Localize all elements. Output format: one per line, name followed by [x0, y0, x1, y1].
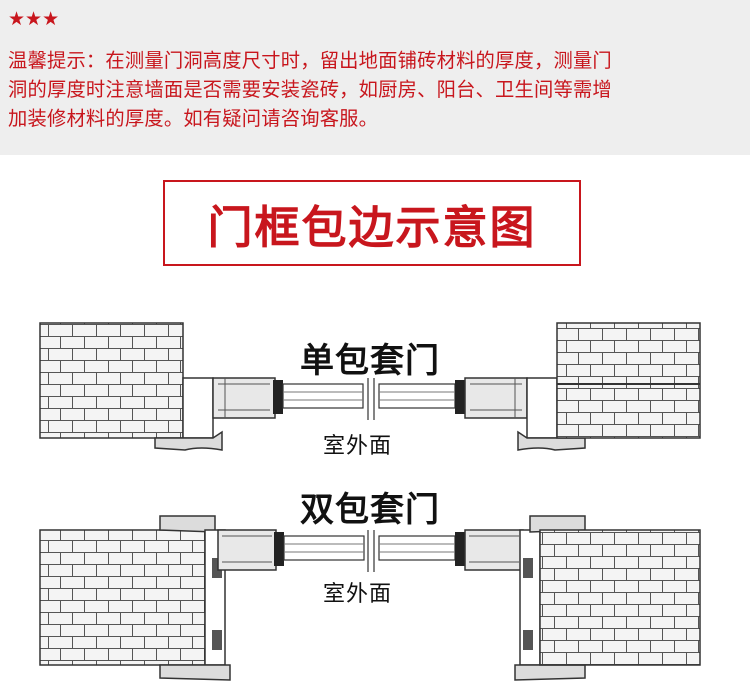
right-casing [517, 430, 586, 451]
right-hinge [455, 532, 465, 566]
left-hinge [273, 380, 283, 414]
right-hinge [455, 380, 465, 414]
left-door-panel [283, 535, 365, 561]
notice-text: 温馨提示：在测量门洞高度尺寸时，留出地面铺砖材料的厚度，测量门 洞的厚度时注意墙… [8, 46, 742, 133]
left-brick-wall [39, 322, 184, 439]
right-clip [523, 558, 533, 578]
left-clip [212, 630, 222, 650]
right-brick-wall [556, 322, 701, 439]
single-outdoor-label: 室外面 [323, 434, 393, 459]
notice-line: 加装修材料的厚度。如有疑问请咨询客服。 [8, 107, 379, 130]
left-clip [212, 558, 222, 578]
right-door-panel [378, 383, 456, 409]
right-frame-profile [464, 529, 524, 571]
single-wrap-label: 单包套门 [300, 341, 440, 381]
right-door-panel [378, 535, 456, 561]
left-door-panel [282, 383, 364, 409]
single-wrap-diagram [39, 322, 701, 451]
left-frame-profile [212, 377, 276, 419]
left-outer-casing [159, 664, 231, 681]
right-clip [523, 630, 533, 650]
left-hinge [274, 532, 284, 566]
left-frame-profile [217, 529, 277, 571]
notice-band [0, 0, 750, 155]
break-mark [367, 530, 375, 572]
right-brick-wall [539, 529, 701, 666]
page-title: 门框包边示意图 [207, 200, 537, 254]
double-wrap-diagram [39, 515, 701, 681]
double-outdoor-label: 室外面 [323, 582, 393, 607]
double-wrap-label: 双包套门 [300, 490, 440, 530]
notice-line: 洞的厚度时注意墙面是否需要安装瓷砖，如厨房、阳台、卫生间等需增 [8, 78, 612, 101]
title-box: 门框包边示意图 [163, 180, 581, 266]
right-outer-casing [514, 664, 586, 681]
notice-line: 温馨提示：在测量门洞高度尺寸时，留出地面铺砖材料的厚度，测量门 [8, 49, 612, 72]
right-jamb [526, 377, 558, 439]
left-jamb [182, 377, 214, 439]
star-rating: ★★★ [8, 8, 60, 30]
break-mark [367, 378, 375, 420]
left-brick-wall [39, 529, 206, 666]
right-frame-profile [464, 377, 528, 419]
left-casing [154, 430, 223, 451]
